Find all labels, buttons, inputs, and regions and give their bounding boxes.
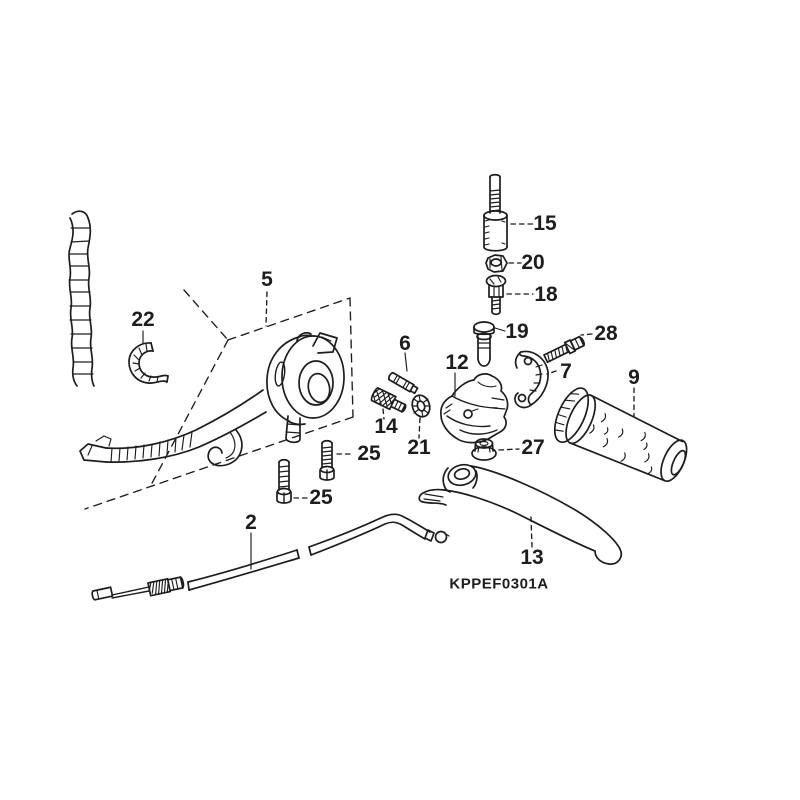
part-2-cable-drawing — [91, 513, 450, 601]
part-label-2: 2 — [245, 511, 257, 534]
part-25-screw-upper-drawing — [319, 439, 335, 481]
part-21-boot-drawing — [411, 394, 431, 418]
part-20-nut-drawing — [485, 254, 508, 273]
part-label-9: 9 — [628, 366, 640, 389]
part-25-screw-lower-drawing — [276, 458, 292, 504]
part-label-19: 19 — [505, 320, 529, 343]
part-12-bracket-drawing — [440, 373, 509, 444]
part-label-14: 14 — [374, 415, 398, 438]
part-28-bolt-drawing — [543, 335, 585, 364]
part-19-pivot-bolt-drawing — [473, 321, 495, 367]
part-label-12: 12 — [445, 351, 469, 374]
part-label-18: 18 — [534, 283, 558, 306]
diagram-code: KPPEF0301A — [449, 575, 549, 593]
part-7-clamp-drawing — [514, 350, 549, 409]
part-5-switch-housing-drawing — [266, 331, 345, 444]
wire-harness-drawing — [79, 389, 267, 467]
left-edge-harness-drawing — [68, 210, 95, 387]
part-9-grip-drawing — [553, 387, 688, 483]
part-18-bolt-drawing — [485, 274, 507, 316]
part-label-22: 22 — [131, 308, 155, 331]
part-label-27: 27 — [521, 436, 545, 459]
part-15-adjuster-drawing — [483, 173, 508, 252]
part-label-20: 20 — [521, 251, 545, 274]
part-label-15: 15 — [533, 212, 557, 235]
part-label-25-upper: 25 — [357, 442, 381, 465]
part-label-25-lower: 25 — [309, 486, 333, 509]
part-label-13: 13 — [520, 546, 544, 569]
part-27-nut-drawing — [471, 438, 497, 461]
dashed-reference-box — [84, 289, 354, 510]
part-13-lever-drawing — [418, 463, 623, 565]
part-14-adjuster-drawing — [370, 387, 407, 413]
part-6-pin-drawing — [388, 371, 419, 395]
leader-lines — [142, 223, 635, 570]
part-label-28: 28 — [594, 322, 618, 345]
part-22-clamp-drawing — [128, 342, 169, 384]
part-label-21: 21 — [407, 436, 431, 459]
part-label-7: 7 — [560, 360, 572, 383]
part-label-5: 5 — [261, 268, 273, 291]
part-label-6: 6 — [399, 332, 411, 355]
